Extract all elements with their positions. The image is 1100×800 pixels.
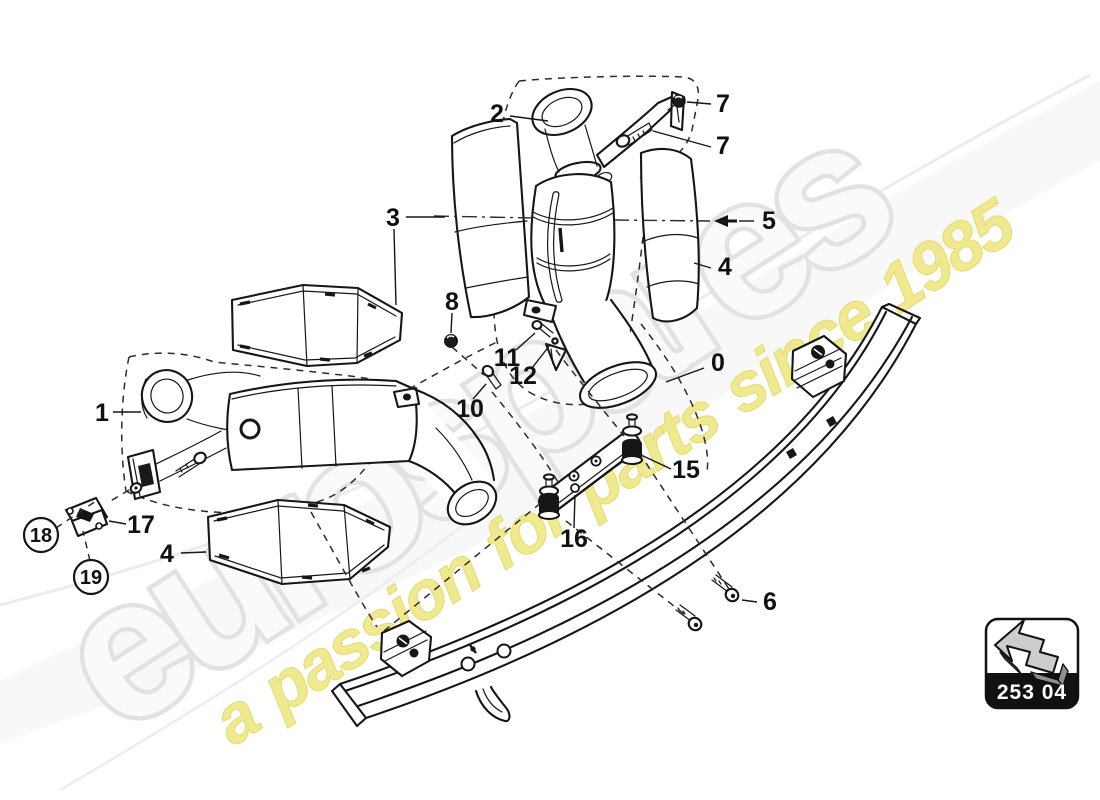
callout-2: 2: [490, 100, 549, 128]
lower-catalytic-converter: [126, 369, 498, 526]
callout-7-top: 7: [686, 90, 730, 118]
crossmember-bracket-lower: [379, 619, 433, 678]
callout-4-left-label: 4: [160, 540, 174, 568]
callout-6: 6: [741, 588, 777, 616]
callout-0: 0: [665, 349, 725, 383]
pin-5: [714, 215, 737, 227]
callout-18: 18: [22, 516, 60, 554]
mounting-bracket-17: [64, 496, 109, 538]
callout-11-label: 11: [494, 344, 521, 372]
callout-3-label: 3: [386, 204, 400, 232]
callout-7-top-label: 7: [716, 90, 730, 118]
callout-16-label: 16: [560, 525, 588, 553]
callout-8-label: 8: [445, 288, 459, 316]
callout-4-left: 4: [160, 540, 207, 568]
callout-5-label: 5: [762, 207, 776, 235]
support-bracket-15-16: [537, 413, 644, 521]
callout-15: 15: [640, 454, 700, 484]
upper-catalytic-converter: [522, 87, 686, 409]
badge-code-text: 253 04: [997, 681, 1067, 704]
callout-10-label: 10: [456, 395, 484, 423]
watermark: eurospares a passion for parts since 198…: [16, 73, 1030, 776]
callout-18-label: 18: [30, 525, 52, 547]
callout-5: 5: [739, 207, 776, 235]
callout-15-label: 15: [672, 456, 700, 484]
crossmember-bracket-upper: [790, 334, 848, 399]
heat-shield-tray-upper: [230, 283, 404, 368]
callout-0-label: 0: [711, 349, 725, 377]
callout-19: 19: [72, 558, 110, 596]
callout-17: 17: [108, 511, 155, 539]
reference-lines: [55, 215, 730, 632]
callout-17-label: 17: [127, 511, 155, 539]
callout-4-right: 4: [693, 253, 732, 281]
callout-1: 1: [95, 399, 141, 427]
callout-19-label: 19: [80, 567, 102, 589]
direction-arrow-icon: [994, 619, 1069, 687]
upper-heat-shield-right: [639, 147, 700, 323]
callout-12-label: 12: [509, 362, 537, 390]
callout-11: 11: [494, 332, 536, 372]
bolt-6a: [711, 574, 740, 603]
callouts: 2 7 7 3 5 4 8 11: [22, 90, 777, 616]
callout-4-right-label: 4: [718, 253, 732, 281]
bolt-7: [615, 122, 653, 148]
callout-10: 10: [456, 383, 487, 423]
callout-3: 3: [386, 204, 445, 306]
callout-7-bottom: 7: [652, 130, 730, 160]
callout-16: 16: [560, 494, 588, 553]
heat-shield-tray-lower: [206, 498, 392, 586]
nut-8: [444, 334, 458, 348]
part-code-badge: 253 04: [984, 617, 1080, 710]
bolt-11: [531, 319, 554, 338]
callout-1-label: 1: [95, 399, 109, 427]
callout-12: 12: [509, 344, 551, 390]
rubber-mount-upper: [620, 413, 644, 466]
washer-12: [551, 337, 559, 345]
callout-8: 8: [445, 288, 459, 334]
callout-7-bottom-label: 7: [716, 132, 730, 160]
callout-6-label: 6: [763, 588, 777, 616]
bumper-crossmember: [330, 302, 922, 728]
upper-heat-shield-left: [450, 117, 531, 319]
bolt-6b: [675, 604, 703, 632]
nut-7: [672, 94, 686, 108]
rubber-mount-lower: [537, 473, 561, 521]
bolt-10: [481, 364, 502, 390]
callout-2-label: 2: [490, 100, 504, 128]
